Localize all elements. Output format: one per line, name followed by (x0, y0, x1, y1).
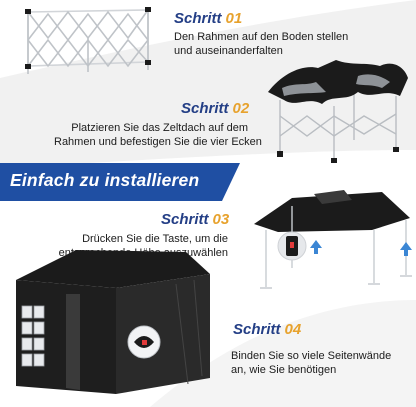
step-1-text: Den Rahmen auf den Boden stellen und aus… (174, 30, 348, 58)
step-4-line-2: an, wie Sie benötigen (231, 364, 337, 376)
up-arrow-icon (310, 240, 412, 256)
step-1-label: Schritt (174, 10, 222, 27)
folded-frame-icon (25, 7, 151, 74)
step-3-label: Schritt (161, 211, 209, 228)
step-2-text: Platzieren Sie das Zeltdach auf dem Rahm… (54, 121, 262, 149)
step-3-number: 03 (212, 211, 230, 228)
step-1-line-2: und auseinanderfalten (174, 45, 283, 57)
step-2-line-1: Platzieren Sie das Zeltdach auf dem (71, 122, 248, 134)
canopy-frame-icon (268, 60, 408, 163)
step-2-label: Schritt (181, 100, 229, 117)
step-4-label: Schritt (233, 321, 281, 338)
step-4-text: Binden Sie so viele Seitenwände an, wie … (231, 349, 391, 377)
step-4-line-1: Binden Sie so viele Seitenwände (231, 350, 392, 362)
step-1-number: 01 (225, 10, 243, 27)
banner-background (0, 163, 240, 201)
step-2-number: 02 (232, 100, 250, 117)
banner-title: Einfach zu installieren (10, 170, 200, 190)
popup-tent-icon (254, 190, 412, 289)
step-2-line-2: Rahmen und befestigen Sie die vier Ecken (54, 136, 262, 148)
step-1-line-1: Den Rahmen auf den Boden stellen (174, 31, 349, 43)
tent-sidewalls-icon (16, 250, 210, 394)
step-3-line-1: Drücken Sie die Taste, um die (82, 233, 228, 245)
step-4-number: 04 (284, 321, 302, 338)
